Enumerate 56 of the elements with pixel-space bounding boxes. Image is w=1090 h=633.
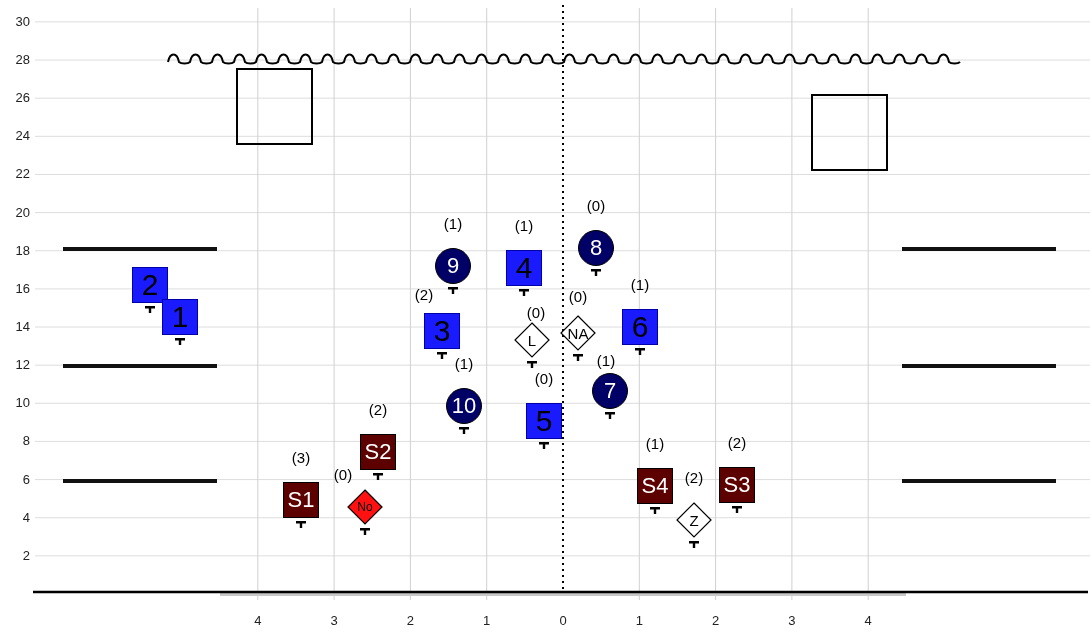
count-label: (2) [367, 402, 389, 417]
axis-tick-label: 16 [14, 281, 30, 295]
empty-square [235, 67, 313, 145]
count-label: (0) [585, 198, 607, 213]
axis-tick-label: 2 [710, 614, 721, 627]
axis-tick-label: 14 [14, 320, 30, 333]
axis-tick-label: 4 [863, 614, 873, 627]
axis-tick-label: 3 [787, 614, 797, 627]
count-label: (1) [442, 216, 464, 231]
count-label: (2) [726, 435, 748, 450]
square-marker: S4 [637, 468, 673, 504]
square-marker: 1 [162, 299, 198, 335]
square-marker: 5 [526, 403, 562, 439]
count-label: (3) [290, 450, 312, 465]
axis-tick-label: 0 [558, 614, 568, 627]
axis-tick-label: 1 [634, 614, 644, 627]
empty-square [810, 93, 888, 171]
axis-tick-label: 30 [14, 14, 30, 28]
square-marker: 4 [506, 250, 542, 286]
count-label: (0) [533, 371, 555, 386]
axis-tick-label: 1 [482, 614, 492, 627]
count-label: (1) [644, 436, 666, 451]
axis-tick-label: 18 [14, 243, 30, 257]
count-label: (1) [453, 356, 475, 371]
axis-tick-label: 6 [21, 472, 30, 486]
axis-tick-label: 20 [14, 205, 30, 219]
axis-tick-label: 8 [21, 434, 30, 448]
square-marker: 2 [132, 267, 168, 303]
axis-tick-label: 10 [14, 396, 30, 410]
axis-tick-label: 22 [14, 167, 30, 181]
count-label: (2) [413, 287, 435, 302]
square-marker: S1 [283, 482, 319, 518]
axis-tick-label: 3 [329, 614, 339, 627]
diamond-marker: Z [675, 501, 713, 539]
axis-tick-label: 4 [21, 510, 30, 524]
axis-tick-label: 12 [14, 358, 30, 372]
count-label: (1) [629, 277, 651, 292]
square-marker: 3 [424, 313, 460, 349]
count-label: (1) [595, 353, 617, 368]
diamond-marker: L [513, 321, 551, 359]
axis-tick-label: 24 [14, 129, 30, 143]
axis-tick-label: 2 [21, 548, 30, 562]
diamond-marker: NA [559, 314, 597, 352]
axis-tick-label: 26 [14, 91, 30, 105]
axis-tick-label: 2 [405, 614, 415, 627]
square-marker: 6 [622, 309, 658, 345]
axis-tick-label: 4 [253, 614, 263, 627]
count-label: (0) [525, 305, 547, 320]
square-marker: S2 [360, 434, 396, 470]
count-label: (2) [683, 470, 705, 485]
count-label: (0) [332, 467, 354, 482]
diamond-marker: No [346, 488, 384, 526]
count-label: (0) [567, 289, 589, 304]
axis-tick-label: 28 [14, 53, 30, 67]
square-marker: S3 [719, 467, 755, 503]
count-label: (1) [513, 218, 535, 233]
